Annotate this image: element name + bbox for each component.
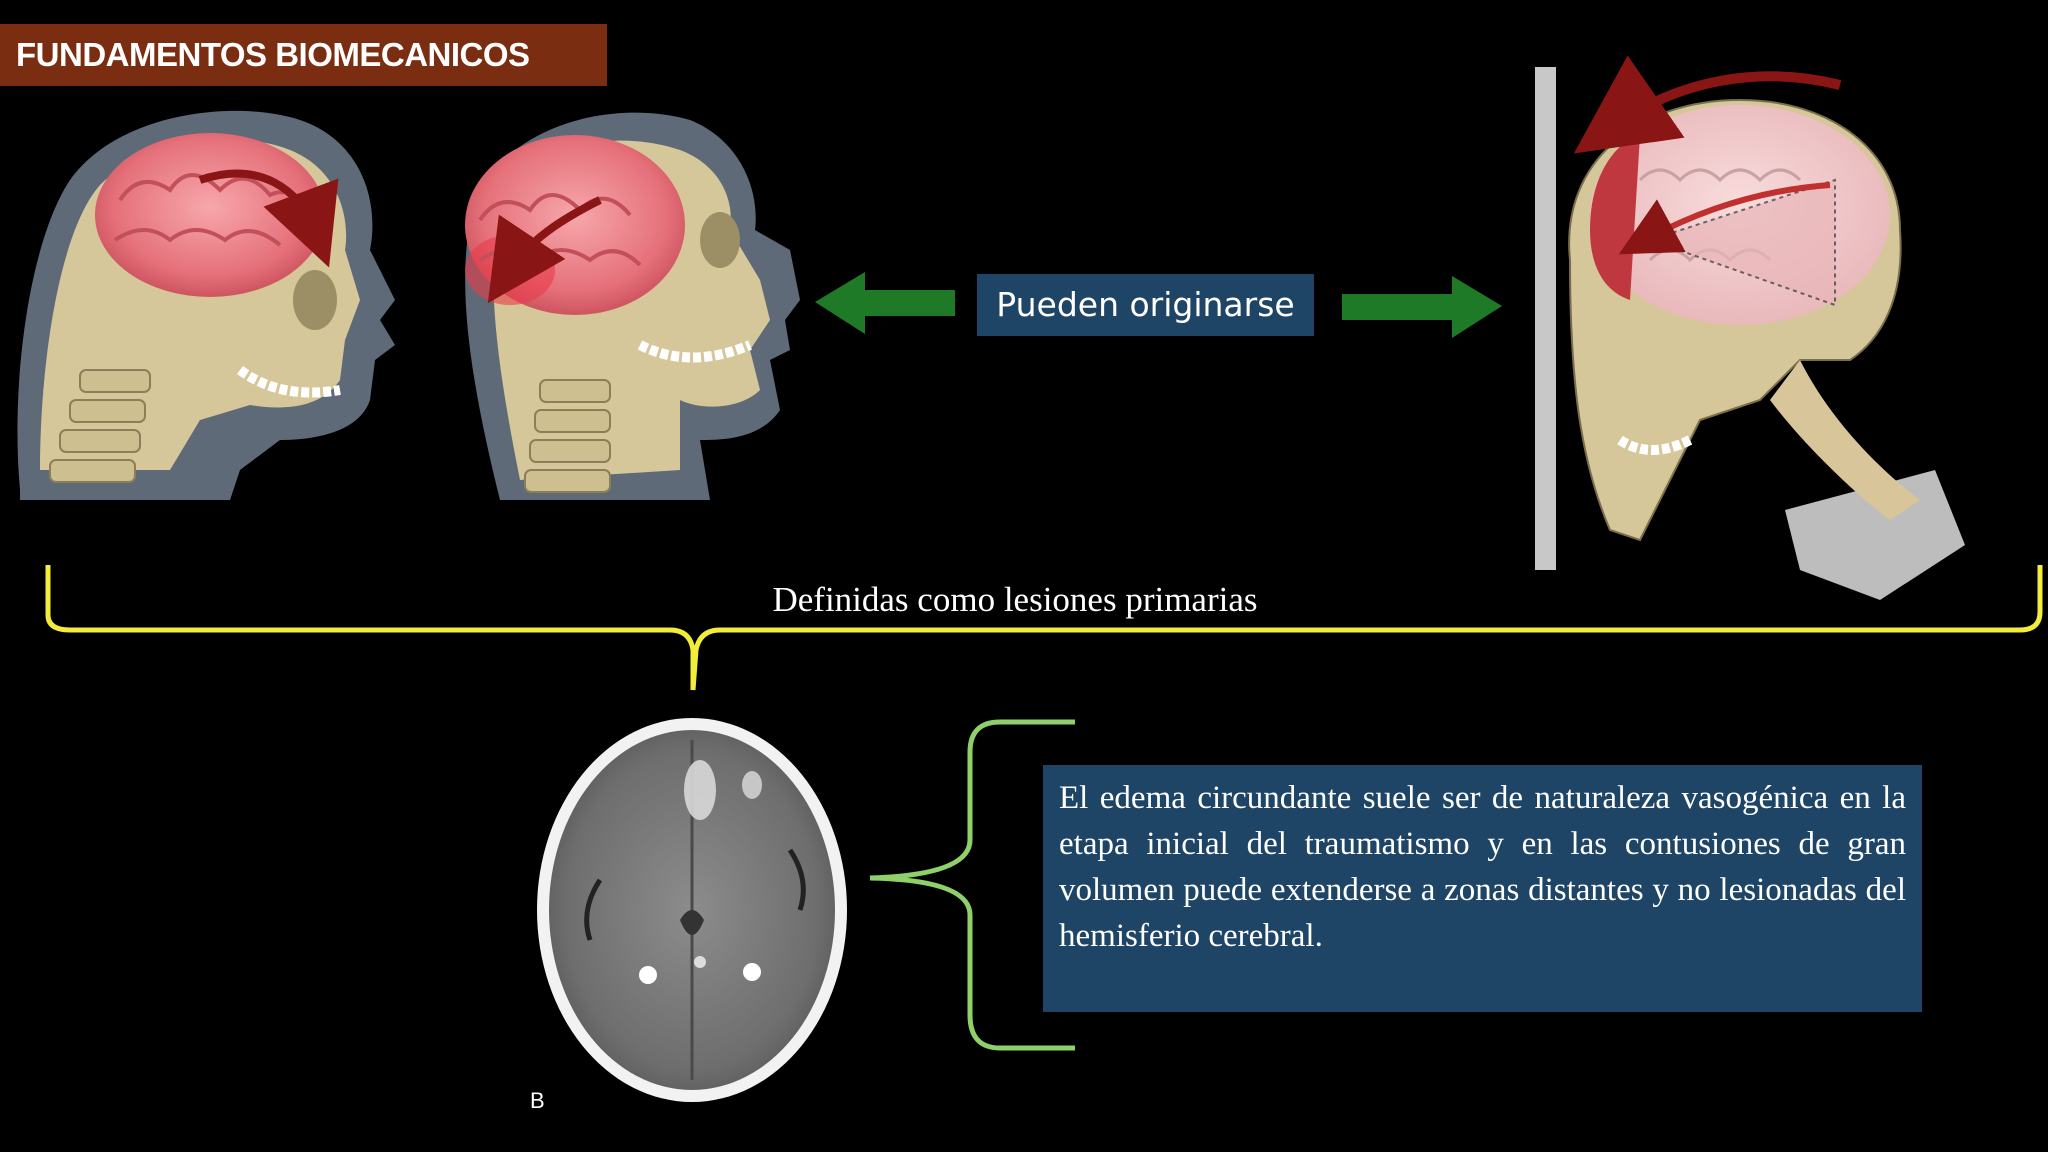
head-illustration-forward (17, 110, 395, 501)
yellow-brace (45, 565, 2043, 691)
slide-title: FUNDAMENTOS BIOMECANICOS (0, 24, 607, 86)
head-illustration-backward (465, 112, 800, 500)
green-brace (869, 719, 1075, 1051)
green-right-arrow-icon (1342, 276, 1502, 338)
ct-panel-label: B (530, 1088, 545, 1113)
impact-wall (1535, 67, 1556, 570)
description-box: El edema circundante suele ser de natura… (1043, 765, 1922, 1012)
green-left-arrow-icon (815, 272, 955, 334)
description-text: El edema circundante suele ser de natura… (1059, 780, 1906, 954)
ct-scan-image (520, 715, 865, 1130)
center-label-box: Pueden originarse (977, 274, 1314, 336)
head-illustration-impact (1535, 55, 1965, 600)
brace-label: Definidas como lesiones primarias (772, 580, 1258, 619)
